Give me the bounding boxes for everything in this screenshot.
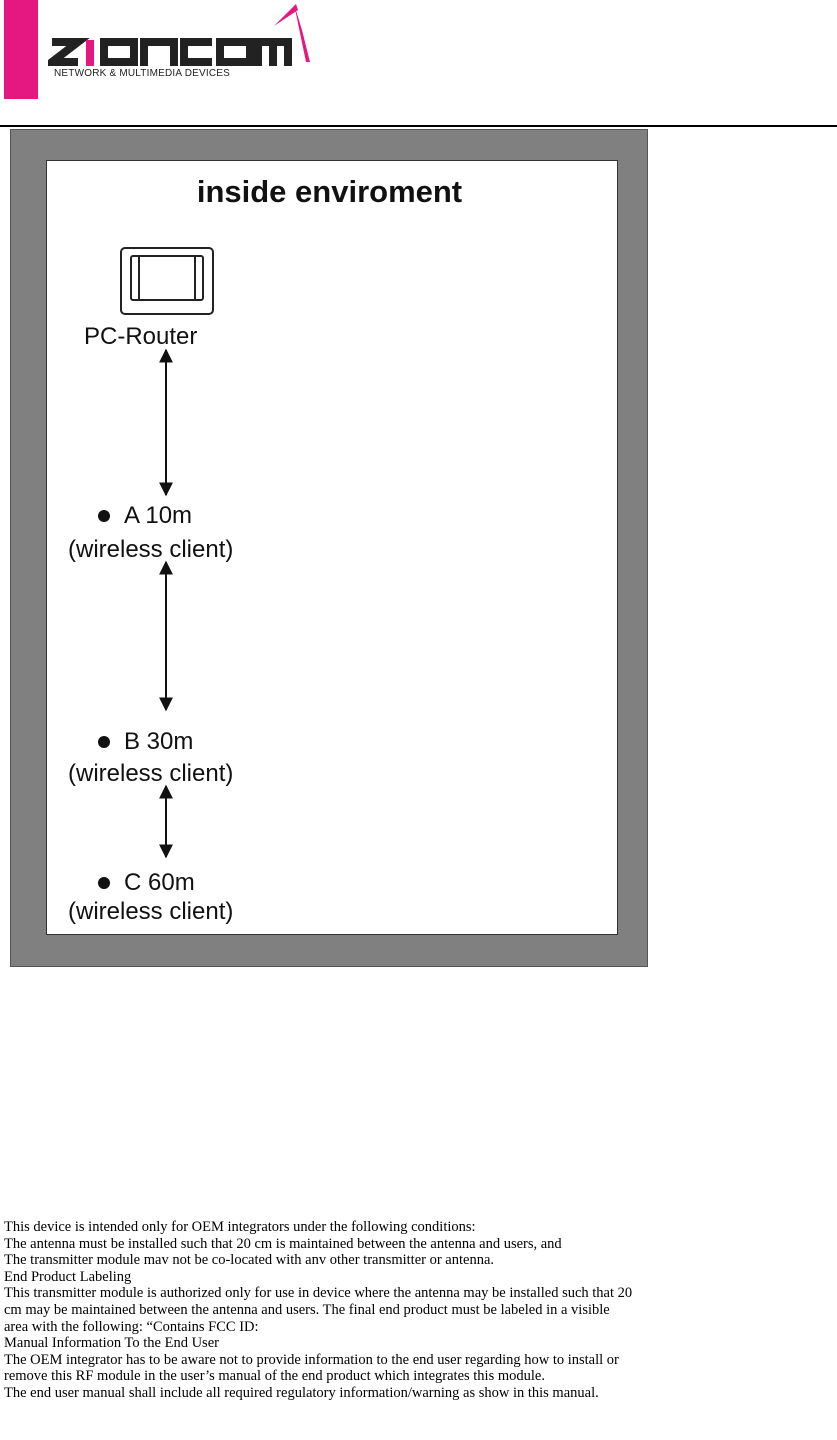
zioncom-logo <box>48 4 310 66</box>
node-a: A 10m <box>98 502 192 530</box>
node-c: C 60m <box>98 869 195 897</box>
fcc-line: The transmitter module mav not be co-loc… <box>4 1252 495 1269</box>
fcc-line: remove this RF module in the user’s manu… <box>4 1368 545 1385</box>
fcc-line: This transmitter module is authorized on… <box>4 1285 633 1302</box>
header-divider <box>0 125 837 127</box>
node-a-label: A 10m <box>124 502 193 529</box>
node-c-label: C 60m <box>124 869 195 896</box>
fcc-line: The OEM integrator has to be aware not t… <box>4 1351 619 1368</box>
fcc-line: The antenna must be installed such that … <box>4 1235 562 1252</box>
device-label: PC-Router <box>84 323 198 350</box>
diagram-panel <box>46 160 618 935</box>
node-dot <box>98 736 110 748</box>
diagram-frame: inside enviroment PC-Router A 10m (wirel… <box>10 129 648 967</box>
fcc-statement: This device is intended only for OEM int… <box>4 1219 744 1402</box>
brand-color-bar <box>4 0 38 99</box>
fcc-line: This device is intended only for OEM int… <box>4 1219 476 1235</box>
node-b-label: B 30m <box>124 728 194 755</box>
logo-tagline: NETWORK & MULTIMEDIA DEVICES <box>54 68 230 79</box>
fcc-line: The end user manual shall include all re… <box>4 1384 599 1401</box>
router-icon <box>120 247 214 315</box>
node-a-sublabel: (wireless client) <box>68 536 234 563</box>
node-c-sublabel: (wireless client) <box>68 898 234 925</box>
fcc-line: area with the following: “Contains FCC I… <box>4 1318 259 1335</box>
node-b-sublabel: (wireless client) <box>68 760 234 787</box>
node-b: B 30m <box>98 728 193 756</box>
fcc-heading: End Product Labeling <box>4 1268 132 1285</box>
diagram-arrows <box>120 247 214 859</box>
fcc-line: cm may be maintained between the antenna… <box>4 1301 610 1318</box>
diagram-title: inside enviroment <box>196 174 463 209</box>
node-dot <box>98 877 110 889</box>
node-dot <box>98 510 110 522</box>
fcc-heading: Manual Information To the End User <box>4 1335 219 1352</box>
